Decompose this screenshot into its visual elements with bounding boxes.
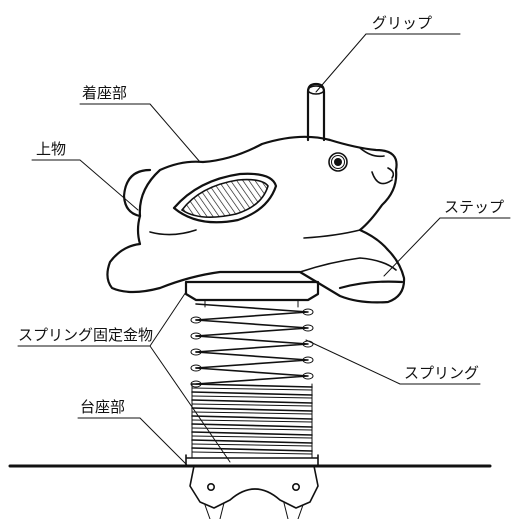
spring-coil (191, 407, 313, 412)
spring-coil-loop (302, 308, 314, 316)
spring-coil (191, 427, 313, 431)
spring-coil (191, 411, 313, 415)
spring-coil (191, 419, 313, 423)
spring-coil (191, 415, 313, 420)
spring-coil (191, 383, 313, 388)
spring-coil (195, 367, 309, 385)
base-assembly (189, 465, 319, 519)
spring-coil (195, 303, 309, 321)
spring-coil (191, 399, 313, 404)
label-spring: スプリング (404, 364, 479, 382)
spring-coils (190, 303, 314, 459)
spring-coil (191, 423, 313, 428)
grip (306, 82, 326, 142)
spring-coil (191, 391, 313, 396)
spring-coil-loop (302, 324, 314, 332)
spring-coil-loop (302, 372, 314, 380)
spring-coil (191, 395, 313, 399)
label-grip: グリップ (372, 14, 432, 32)
rabbit-body (106, 135, 406, 304)
spring-coil (195, 351, 309, 369)
label-body: 上物 (36, 140, 66, 158)
label-spring-fixture: スプリング固定金物 (18, 326, 153, 344)
spring-coil (191, 387, 313, 391)
spring-fixture-upper (184, 280, 320, 308)
spring-coil (191, 451, 313, 455)
spring-coil (191, 443, 313, 447)
spring-coil (191, 447, 313, 452)
spring-coil (191, 403, 313, 407)
spring-coil (195, 335, 309, 353)
spring-coil-loop (302, 356, 314, 364)
spring-coil (191, 435, 313, 439)
spring-coil (191, 431, 313, 436)
spring-fixture-lower (185, 454, 319, 467)
label-seat: 着座部 (82, 84, 127, 102)
label-base: 台座部 (80, 398, 125, 416)
spring-coil (195, 319, 309, 337)
leader-lines (17, 33, 511, 467)
spring-coil (191, 439, 313, 444)
label-step: ステップ (444, 198, 504, 216)
